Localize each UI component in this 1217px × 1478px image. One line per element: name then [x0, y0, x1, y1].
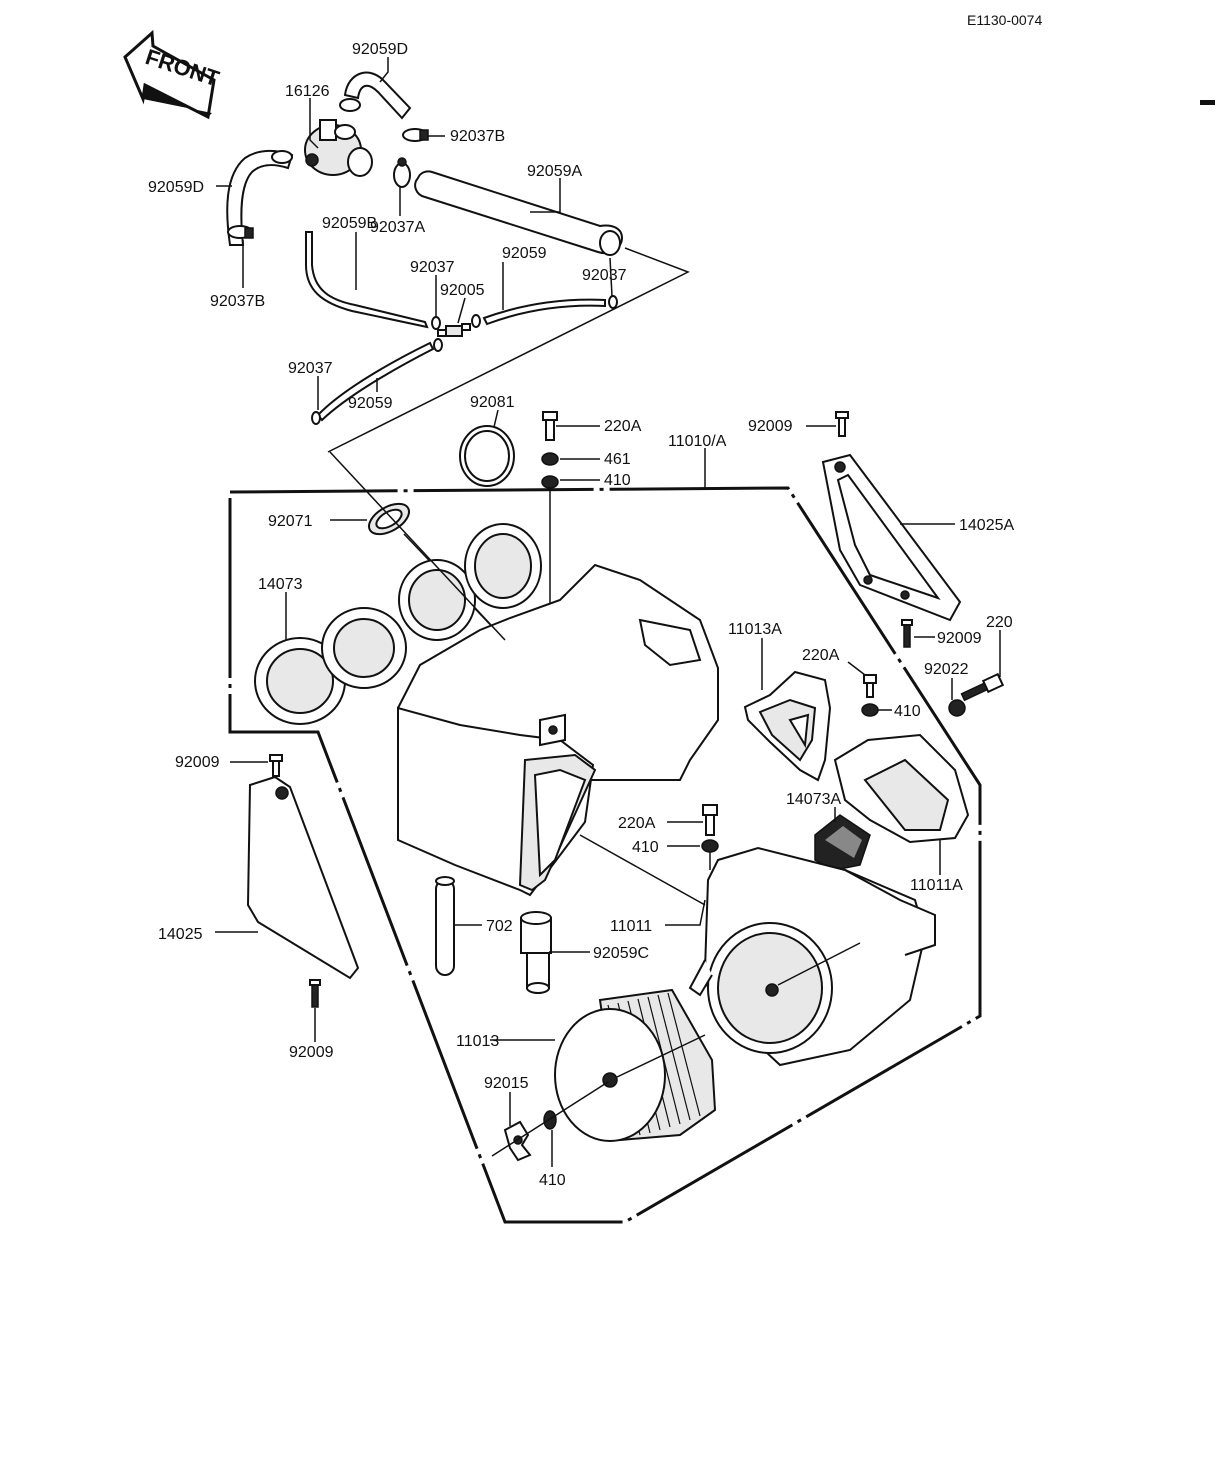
leader-lines — [215, 57, 1001, 1167]
breather-hose-b — [305, 231, 429, 329]
label-92037b-top: 92037B — [450, 128, 505, 145]
label-11011a: 11011A — [910, 877, 963, 894]
edge-mark — [1200, 100, 1215, 105]
label-92009-bottom: 92009 — [289, 1044, 334, 1061]
label-14073: 14073 — [258, 576, 303, 593]
drain-hose-92059c — [520, 911, 552, 994]
label-14025: 14025 — [158, 926, 203, 943]
label-92015: 92015 — [484, 1075, 529, 1092]
label-11011: 11011 — [610, 918, 652, 935]
element-housing-11011 — [688, 846, 936, 1067]
air-element-11013a — [743, 670, 832, 782]
label-92059d-top: 92059D — [352, 41, 408, 58]
label-16126: 16126 — [285, 83, 330, 100]
breather-hose-low — [316, 341, 435, 422]
label-92059d-left: 92059D — [148, 179, 204, 196]
screw-92009-bottom — [309, 979, 321, 1008]
label-92059c: 92059C — [593, 945, 649, 962]
washer-410-center — [701, 839, 719, 853]
breather-hose-top — [343, 71, 412, 120]
label-92059-mid: 92059 — [502, 245, 547, 262]
label-410-center: 410 — [632, 839, 659, 856]
label-92009-top: 92009 — [748, 418, 793, 435]
screw-92009-right — [901, 619, 913, 648]
side-plate-14025 — [246, 775, 360, 980]
label-92005: 92005 — [440, 282, 485, 299]
label-11013: 11013 — [456, 1033, 499, 1050]
air-filter-11013 — [554, 988, 717, 1142]
bolt-220a-top — [542, 411, 558, 441]
label-410-right: 410 — [894, 703, 921, 720]
label-14025a: 14025A — [959, 517, 1014, 534]
screw-92009-left — [269, 754, 283, 777]
washer-410-right — [861, 703, 879, 717]
breather-valve-16126 — [304, 119, 373, 177]
washer-410-top — [541, 475, 559, 489]
label-11013a: 11013A — [728, 621, 782, 638]
washer-410-bottom — [543, 1110, 557, 1130]
screw-92009-top — [835, 411, 849, 437]
label-92081: 92081 — [470, 394, 515, 411]
airbox-assembly-outline — [228, 486, 982, 1224]
washer-92022 — [948, 699, 966, 717]
label-92037-right: 92037 — [582, 267, 627, 284]
guide-line — [579, 834, 706, 906]
label-92009-left: 92009 — [175, 754, 220, 771]
label-92022: 92022 — [924, 661, 969, 678]
wing-nut-92015 — [503, 1120, 532, 1162]
label-92059b: 92059B — [322, 215, 377, 232]
label-220: 220 — [986, 614, 1013, 631]
label-461: 461 — [604, 451, 631, 468]
label-92037a: 92037A — [370, 219, 425, 236]
label-92009-right: 92009 — [937, 630, 982, 647]
diagram-id: E1130-0074 — [967, 12, 1042, 28]
part-labels: 92059D 16126 92037B 92059D 92037A 92059A… — [148, 41, 1014, 1189]
bolt-220a-right — [863, 674, 877, 698]
label-92059a: 92059A — [527, 163, 582, 180]
label-220a-center: 220A — [618, 815, 656, 832]
front-arrow-icon: FRONT — [123, 29, 223, 120]
intake-boot-upper — [398, 523, 542, 641]
label-220a-top: 220A — [604, 418, 642, 435]
bolt-220 — [960, 672, 1005, 702]
upper-inset-outline — [327, 247, 690, 453]
label-92037-low: 92037 — [288, 360, 333, 377]
label-702: 702 — [486, 918, 513, 935]
label-92037-mid: 92037 — [410, 259, 455, 276]
intake-boot-14073a — [814, 814, 871, 871]
air-box-housing — [396, 563, 719, 897]
cover-11011a — [833, 733, 970, 844]
label-92037b-left: 92037B — [210, 293, 265, 310]
label-14073a: 14073A — [786, 791, 841, 808]
bolt-220a-center — [702, 804, 718, 836]
tube-702 — [435, 876, 455, 976]
label-220a-right: 220A — [802, 647, 840, 664]
label-410-bottom: 410 — [539, 1172, 566, 1189]
label-410-top: 410 — [604, 472, 631, 489]
side-plate-14025a — [821, 453, 962, 622]
breather-hose-a — [414, 170, 624, 254]
intake-boot-14073 — [254, 607, 407, 725]
label-11010a: 11010/A — [668, 433, 727, 450]
t-joint-92005 — [437, 323, 471, 337]
label-92059-low: 92059 — [348, 395, 393, 412]
label-92071: 92071 — [268, 513, 313, 530]
breather-hose-mid — [482, 298, 606, 326]
collar-461 — [541, 452, 559, 466]
